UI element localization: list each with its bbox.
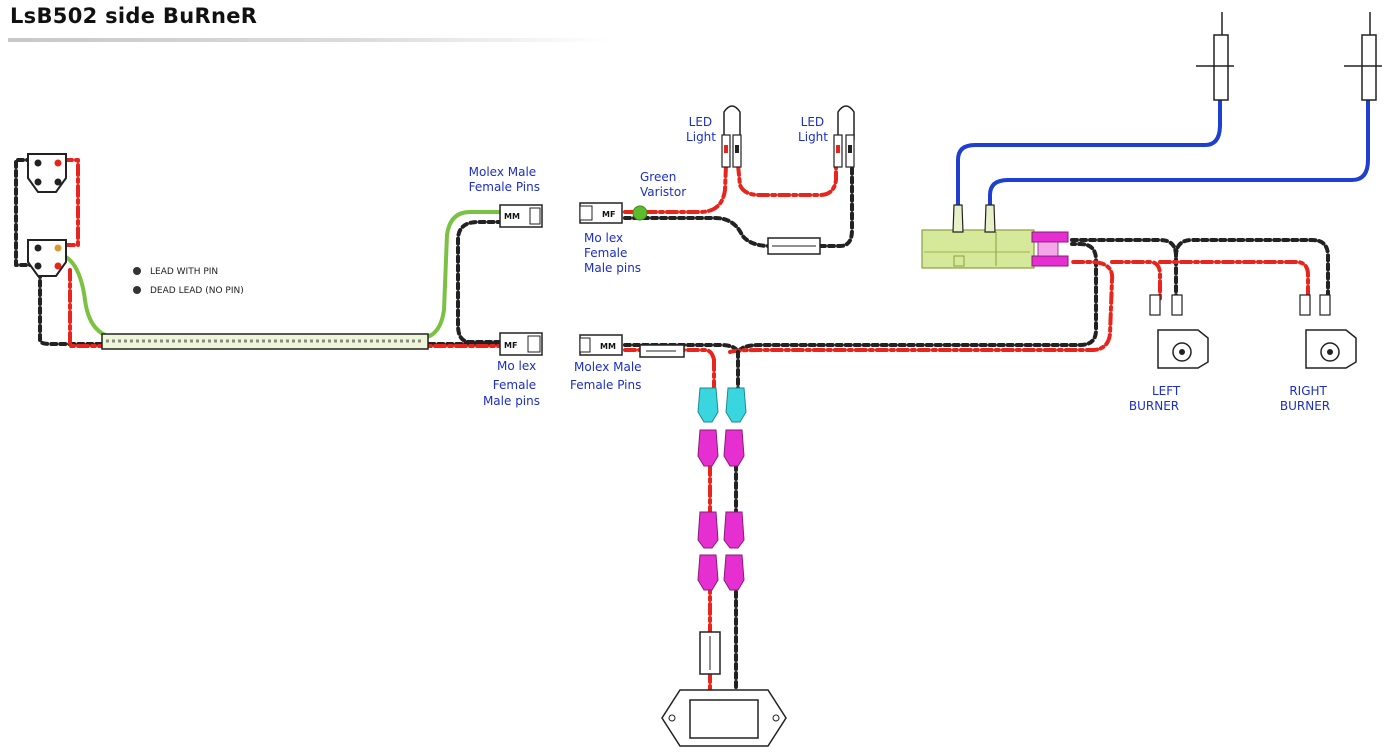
wire-red-varistor bbox=[623, 163, 728, 214]
molex-mf-top-text: MF bbox=[602, 210, 615, 219]
title-underline bbox=[8, 38, 608, 42]
wire-blue-left-electrode bbox=[956, 98, 1222, 212]
label-molex-male-female-pins-top: Molex Male Female Pins bbox=[469, 165, 540, 194]
wire-red-burner-left bbox=[1110, 260, 1162, 302]
molex-mf-mid-text: MF bbox=[504, 341, 517, 350]
molex-mf-top: MF bbox=[579, 202, 623, 224]
molex-mf-mid: MF bbox=[499, 332, 543, 356]
battery-box bbox=[661, 689, 787, 747]
label-molex-male-female-pins-mid: Molex Male Female Pins bbox=[570, 360, 645, 392]
led-light-1 bbox=[721, 105, 742, 168]
electrode-left bbox=[1196, 12, 1234, 101]
ignition-module bbox=[921, 204, 1069, 269]
molex-mm-top-text: MM bbox=[504, 212, 520, 221]
magenta-terminals-3 bbox=[697, 554, 745, 591]
magenta-terminals-1 bbox=[697, 429, 745, 467]
top-switch bbox=[27, 153, 67, 193]
wires bbox=[14, 98, 1370, 692]
label-right-burner: RIGHT BURNER bbox=[1280, 384, 1331, 413]
wire-black-up-to-top-molex bbox=[456, 220, 502, 344]
legend-lead-with-pin: LEAD WITH PIN bbox=[150, 267, 218, 277]
led-light-2 bbox=[833, 105, 855, 168]
molex-mm-mid: MM bbox=[579, 334, 623, 356]
bottom-switch bbox=[27, 239, 67, 277]
right-burner-valve bbox=[1299, 294, 1357, 369]
label-molex-female-male-pins-top: Mo lex Female Male pins bbox=[584, 231, 641, 275]
label-led-light-2: LED Light bbox=[798, 115, 828, 144]
page-title: LsB502 side BuRneR bbox=[10, 4, 258, 28]
label-left-burner: LEFT BURNER bbox=[1129, 384, 1184, 413]
wire-black-burner-right bbox=[1174, 238, 1330, 302]
wire-black-main bbox=[38, 270, 502, 346]
wire-blue-right-electrode bbox=[988, 98, 1370, 212]
wire-red-left-loop bbox=[60, 158, 80, 247]
wire-red-led-bridge bbox=[736, 163, 838, 197]
wire-green-main bbox=[60, 210, 502, 340]
wire-black-top-right bbox=[623, 216, 772, 248]
molex-mm-top: MM bbox=[499, 204, 543, 228]
green-varistor bbox=[632, 205, 648, 221]
wire-black-mid-right bbox=[623, 242, 1098, 354]
legend-dead-lead-marker bbox=[133, 286, 141, 294]
cyan-terminals bbox=[697, 387, 747, 423]
wire-black-top-right-2 bbox=[818, 163, 854, 248]
label-led-light-1: LED Light bbox=[686, 115, 716, 144]
electrode-right bbox=[1344, 12, 1382, 101]
wire-black-left-loop bbox=[14, 158, 34, 267]
magenta-terminals-2 bbox=[697, 511, 745, 549]
wire-red-burner-right bbox=[1158, 260, 1310, 302]
wire-red-mid-right bbox=[623, 260, 1115, 362]
legend: LEAD WITH PIN DEAD LEAD (NO PIN) bbox=[133, 267, 244, 296]
legend-dead-lead: DEAD LEAD (NO PIN) bbox=[150, 286, 244, 296]
label-molex-female-male-pins-mid: Mo lex Female Male pins bbox=[483, 359, 540, 408]
left-burner-valve bbox=[1149, 294, 1209, 369]
molex-mm-mid-text: MM bbox=[600, 342, 616, 351]
label-green-varistor: Green Varistor bbox=[640, 170, 686, 199]
legend-lead-with-pin-marker bbox=[133, 267, 141, 275]
